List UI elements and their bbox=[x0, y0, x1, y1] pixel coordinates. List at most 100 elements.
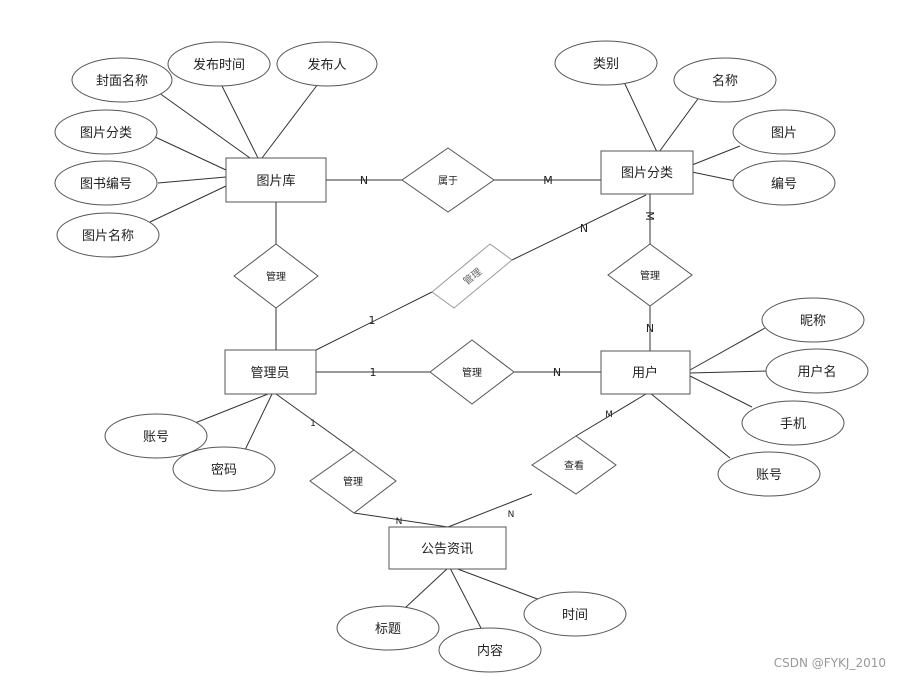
line-gallery-time bbox=[217, 77, 259, 159]
entity-category-box bbox=[600, 150, 694, 195]
card-belongs-category: M bbox=[543, 174, 553, 187]
svg-text:名称: 名称 bbox=[712, 73, 738, 89]
svg-text:手机: 手机 bbox=[780, 417, 806, 432]
entity-user-box bbox=[600, 350, 691, 395]
line-cat-name bbox=[658, 95, 701, 153]
attr-category-name: 名称 bbox=[673, 57, 777, 103]
line-gallery-publisher bbox=[261, 83, 319, 159]
line-cat-no bbox=[691, 171, 741, 183]
attr-user-account: 账号 bbox=[717, 451, 821, 497]
attr-gallery-cover: 封面名称 bbox=[71, 57, 173, 103]
line-admin-account bbox=[194, 393, 269, 424]
attr-gallery-time: 发布时间 bbox=[167, 41, 271, 87]
rel-manage-notice-diamond bbox=[309, 449, 397, 514]
rel-view-notice-diamond bbox=[531, 435, 617, 495]
line-cat-type bbox=[623, 81, 658, 153]
attr-category-type: 类别 bbox=[554, 40, 658, 86]
line-user-phone bbox=[689, 375, 753, 408]
attr-notice-time: 时间 bbox=[523, 591, 627, 637]
svg-text:账号: 账号 bbox=[756, 468, 782, 483]
svg-text:发布时间: 发布时间 bbox=[193, 57, 245, 73]
card-managenotice-notice: N bbox=[396, 517, 403, 527]
svg-text:编号: 编号 bbox=[771, 177, 797, 192]
card-belongs-gallery: N bbox=[360, 174, 368, 187]
entity-admin-label: 管理员 bbox=[250, 366, 289, 381]
line-cat-image bbox=[691, 145, 741, 166]
card-managecat-category: N bbox=[580, 222, 588, 235]
svg-text:图片: 图片 bbox=[771, 126, 797, 141]
attr-category-image: 图片 bbox=[732, 109, 836, 155]
card-usercat-category: M bbox=[643, 211, 656, 221]
rel-manage-user-cat: 管理 bbox=[607, 243, 693, 307]
card-usercat-user: N bbox=[646, 322, 654, 335]
svg-text:图片分类: 图片分类 bbox=[80, 126, 132, 141]
rel-manage-gallery-label: 管理 bbox=[266, 270, 286, 283]
line-gallery-cover bbox=[154, 89, 251, 159]
svg-text:封面名称: 封面名称 bbox=[96, 73, 148, 89]
attr-user-uname: 用户名 bbox=[765, 348, 869, 394]
entity-gallery-box bbox=[225, 157, 327, 203]
rel-manage-notice: 管理 bbox=[309, 449, 397, 514]
attr-gallery-publisher: 发布人 bbox=[276, 41, 378, 87]
line-notice-content bbox=[449, 567, 483, 631]
rel-manage-category-diamond bbox=[431, 243, 513, 309]
line-admin-managenotice bbox=[275, 393, 355, 451]
card-view-notice: N bbox=[508, 510, 515, 520]
svg-text:标题: 标题 bbox=[375, 622, 401, 637]
entity-gallery-label: 图片库 bbox=[256, 173, 295, 189]
entity-notice-label: 公告资讯 bbox=[421, 542, 473, 557]
rel-manage-gallery-diamond bbox=[233, 243, 319, 309]
svg-text:发布人: 发布人 bbox=[307, 57, 346, 73]
line-notice-time bbox=[454, 567, 541, 601]
rel-manage-usercat-diamond bbox=[607, 243, 693, 307]
svg-text:时间: 时间 bbox=[562, 608, 588, 623]
attr-gallery-bookno: 图书编号 bbox=[54, 160, 158, 206]
line-admin-pwd bbox=[243, 393, 273, 453]
entity-category-label: 图片分类 bbox=[621, 166, 673, 181]
card-manageuser-user: N bbox=[553, 366, 561, 379]
rel-manage-user-label: 管理 bbox=[462, 366, 482, 379]
entity-category: 图片分类 bbox=[600, 150, 694, 195]
card-managecat-admin: 1 bbox=[369, 314, 376, 327]
line-notice-title bbox=[404, 567, 449, 609]
entity-notice-box bbox=[388, 526, 507, 570]
attr-notice-title: 标题 bbox=[336, 605, 440, 651]
svg-text:昵称: 昵称 bbox=[800, 314, 826, 329]
svg-text:密码: 密码 bbox=[211, 462, 237, 478]
entity-admin: 管理员 bbox=[224, 349, 317, 395]
line-user-nick bbox=[689, 327, 766, 371]
card-managenotice-admin: 1 bbox=[310, 419, 316, 429]
attr-gallery-name: 图片名称 bbox=[56, 212, 160, 258]
svg-text:图片名称: 图片名称 bbox=[82, 228, 134, 244]
connector-lines bbox=[149, 77, 769, 631]
svg-text:内容: 内容 bbox=[477, 643, 503, 659]
rel-manage-user: 管理 bbox=[429, 339, 515, 405]
svg-text:用户名: 用户名 bbox=[797, 364, 836, 380]
entity-gallery: 图片库 bbox=[225, 157, 327, 203]
rel-view-notice: 查看 bbox=[531, 435, 617, 495]
rel-manage-category: 管理 bbox=[431, 243, 513, 309]
attr-user-phone: 手机 bbox=[741, 400, 845, 446]
attr-admin-pwd: 密码 bbox=[172, 446, 276, 492]
svg-text:类别: 类别 bbox=[593, 57, 619, 72]
svg-text:图书编号: 图书编号 bbox=[80, 177, 132, 192]
entity-user-label: 用户 bbox=[632, 365, 658, 381]
entity-user: 用户 bbox=[600, 350, 691, 395]
card-manageuser-admin: 1 bbox=[370, 366, 377, 379]
rel-manage-usercat-label: 管理 bbox=[640, 269, 660, 282]
rel-manage-gallery: 管理 bbox=[233, 243, 319, 309]
rel-manage-notice-label: 管理 bbox=[343, 475, 363, 488]
entity-notice: 公告资讯 bbox=[388, 526, 507, 570]
attr-category-no: 编号 bbox=[732, 160, 836, 206]
rel-belongs-label: 属于 bbox=[438, 175, 458, 187]
line-managenotice-notice bbox=[353, 512, 449, 528]
rel-belongs-diamond bbox=[401, 147, 495, 213]
entity-admin-box bbox=[224, 349, 317, 395]
attr-admin-account: 账号 bbox=[104, 413, 208, 459]
watermark: CSDN @FYKJ_2010 bbox=[774, 656, 886, 670]
attr-user-nick: 昵称 bbox=[761, 297, 865, 343]
rel-belongs: 属于 bbox=[401, 147, 495, 213]
line-gallery-bookno bbox=[157, 176, 227, 184]
